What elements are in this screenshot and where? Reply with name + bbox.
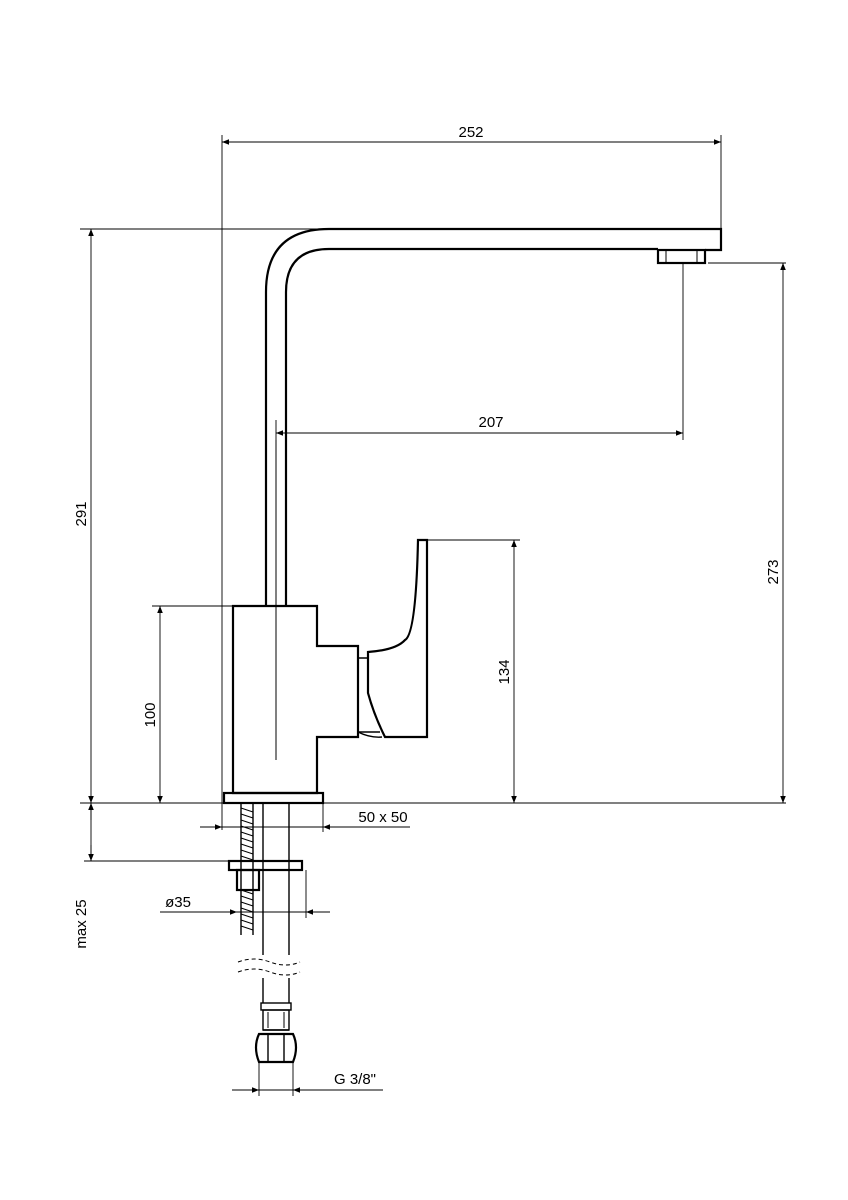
spout-inner-contour: [284, 247, 658, 606]
label-connection-thread: G 3/8": [334, 1071, 376, 1088]
hose-fitting: [254, 1002, 298, 1064]
label-spout-reach: 207: [478, 414, 503, 431]
label-body-height: 100: [142, 702, 159, 727]
extension-lines: [80, 135, 786, 1096]
faucet-body: [231, 604, 360, 795]
supply-hose: [237, 803, 301, 1003]
spout-outer-contour: [264, 227, 723, 606]
label-outlet-height: 273: [765, 559, 782, 584]
faucet-outline: [222, 227, 723, 1064]
base-plate: [222, 791, 325, 805]
lever-handle: [366, 538, 429, 739]
label-overall-height: 291: [73, 501, 90, 526]
label-hole-diameter: ø35: [165, 894, 191, 911]
dimension-lines: [88, 139, 786, 1093]
label-lever-height: 134: [496, 659, 513, 684]
mounting-nut: [235, 868, 261, 892]
label-base-size: 50 x 50: [358, 809, 407, 826]
dimension-labels: 252 207 291 273 134 100 50 x 50 ø35 max …: [73, 124, 782, 1088]
mounting-washer: [227, 859, 304, 872]
aerator-outlet: [656, 248, 707, 265]
label-max-thickness: max 25: [73, 899, 90, 948]
label-overall-width: 252: [458, 124, 483, 141]
